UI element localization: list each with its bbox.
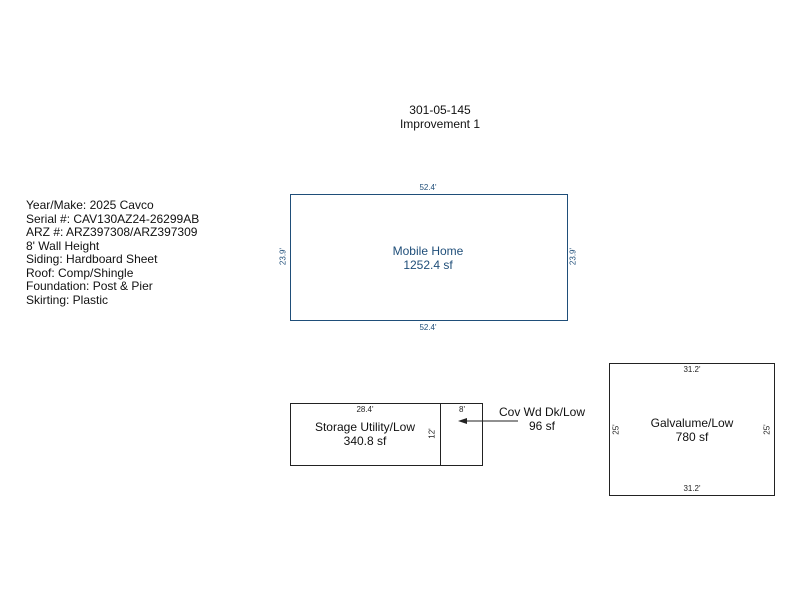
info-serial: Serial #: CAV130AZ24-26299AB bbox=[26, 211, 200, 226]
parcel-number: 301-05-145 bbox=[409, 103, 471, 117]
galvalume-outline bbox=[609, 363, 775, 496]
mobile-home-label: Mobile Home 1252.4 sf bbox=[368, 244, 488, 272]
deck-name: Cov Wd Dk/Low bbox=[498, 405, 586, 419]
storage-area: 340.8 sf bbox=[343, 434, 387, 448]
deck-label: Cov Wd Dk/Low 96 sf bbox=[486, 405, 598, 433]
mobile-home-bottom-dimension: 52.4' bbox=[419, 323, 437, 332]
mobile-home-outline bbox=[290, 194, 568, 321]
mobile-home-name: Mobile Home bbox=[392, 244, 464, 258]
mobile-home-area: 1252.4 sf bbox=[403, 258, 453, 272]
info-foundation: Foundation: Post & Pier bbox=[26, 279, 153, 293]
drawing-header: 301-05-145 Improvement 1 bbox=[300, 103, 580, 131]
info-skirting: Skirting: Plastic bbox=[26, 292, 109, 307]
improvement-title: Improvement 1 bbox=[399, 117, 481, 131]
galvalume-name: Galvalume/Low bbox=[650, 416, 734, 430]
deck-top-dimension: 8' bbox=[459, 405, 465, 414]
storage-name: Storage Utility/Low bbox=[314, 420, 416, 434]
info-wall-height: 8' Wall Height bbox=[26, 238, 100, 253]
deck-area: 96 sf bbox=[528, 419, 555, 433]
galvalume-label: Galvalume/Low 780 sf bbox=[632, 416, 752, 444]
info-arz: ARZ #: ARZ397308/ARZ397309 bbox=[26, 225, 198, 239]
info-year-make: Year/Make: 2025 Cavco bbox=[26, 198, 154, 212]
info-roof: Roof: Comp/Shingle bbox=[26, 265, 134, 280]
galvalume-right-dimension: 25' bbox=[762, 424, 772, 435]
galvalume-top-dimension: 31.2' bbox=[683, 365, 701, 374]
storage-top-dimension: 28.4' bbox=[356, 405, 374, 414]
deck-outline bbox=[440, 403, 483, 466]
improvement-info: Year/Make: 2025 Cavco Serial #: CAV130AZ… bbox=[26, 198, 200, 307]
galvalume-area: 780 sf bbox=[675, 430, 709, 444]
mobile-home-top-dimension: 52.4' bbox=[419, 183, 437, 192]
galvalume-left-dimension: 25' bbox=[611, 424, 621, 435]
galvalume-bottom-dimension: 31.2' bbox=[683, 484, 701, 493]
info-siding: Siding: Hardboard Sheet bbox=[26, 252, 158, 266]
storage-label: Storage Utility/Low 340.8 sf bbox=[295, 420, 435, 448]
